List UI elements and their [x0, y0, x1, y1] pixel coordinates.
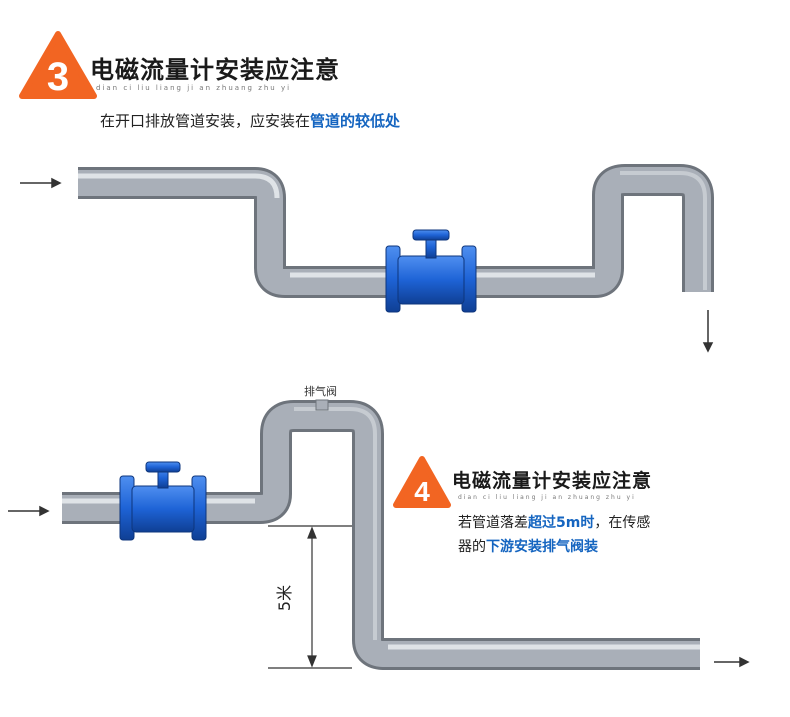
section-4-text-c: 器的 — [458, 539, 486, 555]
vent-valve-label: 排气阀 — [304, 385, 337, 398]
section-4-title: 电磁流量计安装应注意 — [452, 470, 653, 492]
step-4-badge-icon: 4 — [393, 456, 451, 508]
section-3-note-text: 在开口排放管道安装，应安装在 — [100, 112, 311, 130]
section-3-pinyin: dian ci liu liang ji an zhuang zhu yi — [96, 84, 292, 92]
section-4-note-line-1: 若管道落差超过5m时，在传感 — [458, 512, 650, 532]
arrow-right-icon — [20, 177, 62, 189]
arrow-down-icon — [702, 310, 714, 353]
flowmeter-2 — [119, 461, 207, 541]
flowmeter-1 — [385, 229, 477, 313]
section-4-text-a: 若管道落差 — [458, 515, 528, 531]
section-4-highlight-b: 下游安装排气阀装 — [486, 539, 598, 555]
arrow-right-icon — [714, 656, 750, 668]
section-4-text-b: ，在传感 — [594, 515, 651, 531]
arrow-right-icon — [8, 505, 50, 517]
height-dimension — [268, 525, 352, 669]
section-4-highlight-a: 超过5m时 — [528, 515, 595, 531]
section-3-note-highlight: 管道的较低处 — [310, 112, 401, 130]
diagram-4-pipe — [62, 400, 700, 670]
step-3-number: 3 — [47, 55, 69, 99]
step-4-number: 4 — [414, 476, 430, 507]
step-3-badge-icon: 3 — [19, 31, 97, 99]
section-4-note-line-2: 器的下游安装排气阀装 — [458, 536, 598, 556]
section-4-pinyin: dian ci liu liang ji an zhuang zhu yi — [458, 494, 636, 501]
height-label: 5米 — [275, 584, 295, 612]
vent-valve-icon — [315, 399, 329, 411]
section-3-note: 在开口排放管道安装，应安装在管道的较低处 — [100, 110, 400, 131]
section-3-title: 电磁流量计安装应注意 — [90, 56, 340, 84]
